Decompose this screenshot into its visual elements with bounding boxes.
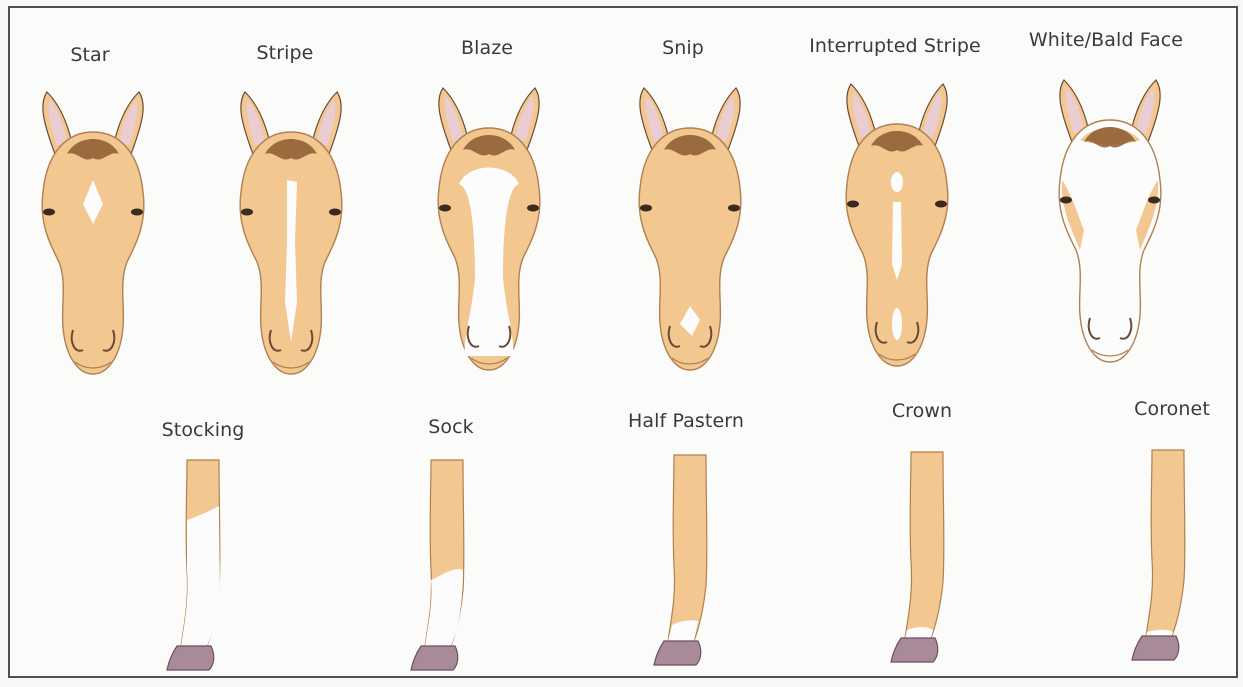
leg-half-pastern xyxy=(654,455,707,665)
leg-label-half-pastern: Half Pastern xyxy=(628,410,744,432)
leg-label-crown: Crown xyxy=(892,400,952,422)
face-label-interrupted-stripe: Interrupted Stripe xyxy=(809,35,981,57)
face-bald-face xyxy=(1059,80,1161,362)
face-stripe xyxy=(240,92,342,374)
face-label-stripe: Stripe xyxy=(257,42,314,64)
face-label-star: Star xyxy=(70,44,109,66)
face-snip xyxy=(639,88,741,370)
face-interrupted-stripe xyxy=(846,84,948,366)
face-label-blaze: Blaze xyxy=(461,37,513,59)
face-label-snip: Snip xyxy=(662,37,704,59)
leg-stocking xyxy=(167,460,220,670)
leg-label-sock: Sock xyxy=(428,416,474,438)
leg-label-stocking: Stocking xyxy=(162,419,245,441)
leg-label-coronet: Coronet xyxy=(1134,398,1210,420)
face-star xyxy=(42,92,144,374)
face-label-bald-face: White/Bald Face xyxy=(1029,29,1183,51)
face-blaze xyxy=(438,88,540,370)
leg-crown xyxy=(891,452,944,662)
leg-sock xyxy=(411,460,464,670)
leg-coronet xyxy=(1132,450,1185,660)
